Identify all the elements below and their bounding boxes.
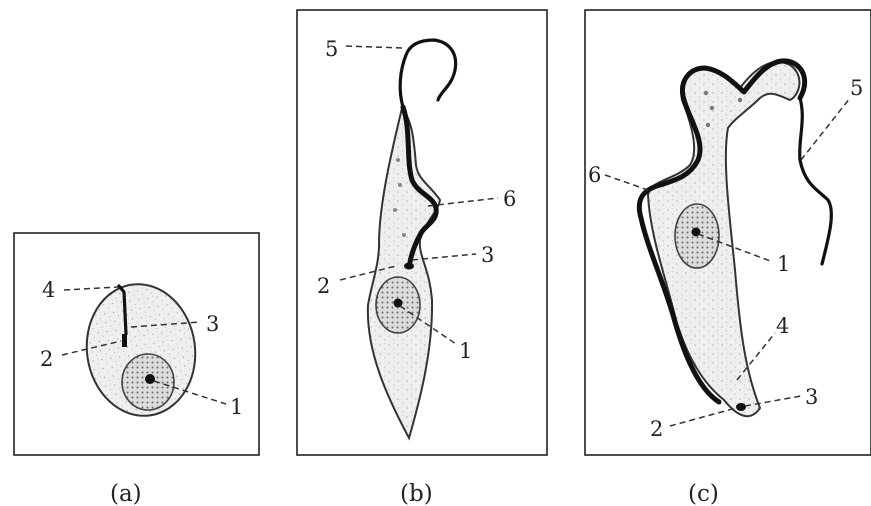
panel-c-label-2: 2 (650, 417, 663, 441)
panel-b-label-3: 3 (481, 243, 494, 267)
panel-b-caption: (b) (400, 481, 433, 506)
panel-b-label-5: 5 (325, 37, 338, 61)
panel-b-label-1: 1 (459, 339, 472, 363)
panel-b-kinetoplast (404, 263, 414, 270)
panel-c-granule (710, 106, 714, 110)
panel-c-granule (738, 98, 742, 102)
panel-a-label-1: 1 (230, 395, 243, 419)
panel-b: 5 6 3 2 1 (297, 10, 547, 455)
panel-c-label-1: 1 (777, 252, 790, 276)
panel-b-granule (393, 208, 397, 212)
panel-c: 5 6 1 4 3 2 (585, 10, 871, 455)
panel-a-nucleolus (145, 374, 155, 384)
panel-c-label-4: 4 (776, 314, 789, 338)
panel-c-label-5: 5 (850, 76, 863, 100)
panel-a-caption: (a) (110, 481, 142, 506)
panel-a-kinetoplast (122, 334, 127, 347)
panel-c-kinetoplast (736, 403, 746, 411)
panel-b-granule (398, 183, 402, 187)
panel-c-label-6: 6 (588, 163, 601, 187)
panel-c-caption: (c) (688, 481, 719, 506)
panel-c-label-3: 3 (805, 385, 818, 409)
panel-a: 4 3 2 1 (14, 233, 259, 455)
panel-a-label-2: 2 (40, 347, 53, 371)
panel-a-label-4: 4 (42, 278, 55, 302)
panel-a-label-3: 3 (206, 312, 219, 336)
panel-b-granule (396, 158, 400, 162)
panel-b-granule (402, 233, 406, 237)
panel-b-label-6: 6 (503, 187, 516, 211)
panel-c-granule (706, 123, 710, 127)
panel-b-label-2: 2 (317, 274, 330, 298)
panel-c-granule (704, 91, 708, 95)
